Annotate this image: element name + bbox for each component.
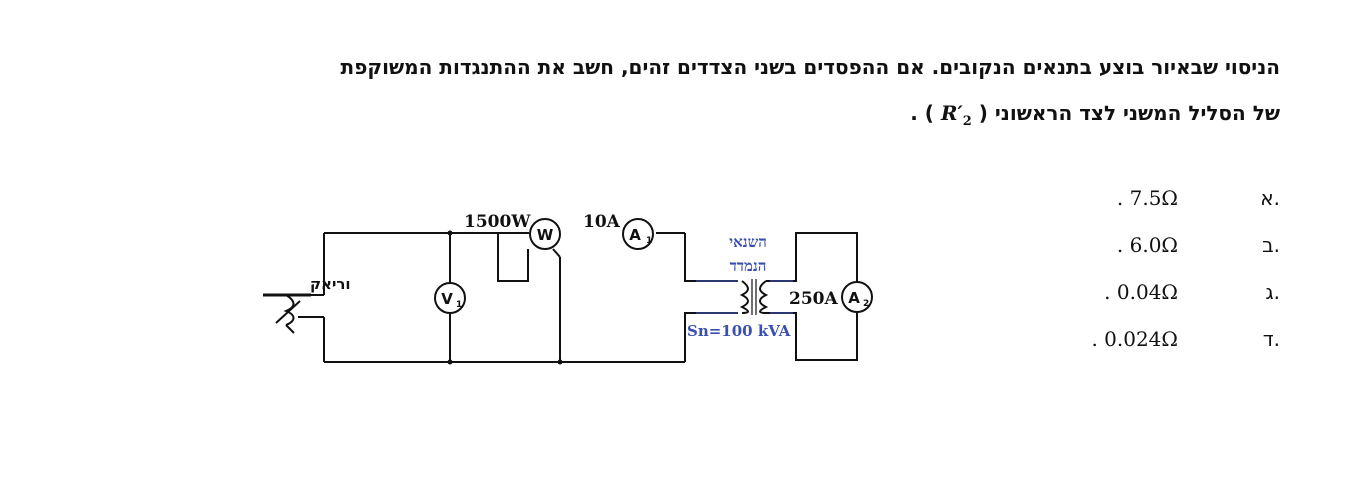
question-line-2-text: של הסליל המשני לצד הראשוני [994, 101, 1280, 125]
voltmeter-symbol: V [441, 290, 453, 308]
question-line-2: של הסליל המשני לצד הראשוני ( R′2 ) . [910, 101, 1280, 129]
answer-options: א. . 7.5Ω ב. . 6.0Ω ג. . 0.04Ω ד. . 0.02… [980, 180, 1280, 368]
option-letter: ג. [1265, 280, 1280, 304]
option-answer: . 6.0Ω [1116, 233, 1178, 257]
wattmeter-symbol: W [537, 226, 554, 244]
option-letter: ב. [1262, 233, 1280, 257]
ammeter-2-icon [841, 281, 873, 313]
transformer-primary-coil [739, 280, 749, 314]
option-a[interactable]: א. . 7.5Ω [980, 180, 1280, 227]
reflected-resistance-symbol: R′2 [940, 101, 972, 129]
wattmeter-reading: 1500W [464, 212, 531, 232]
ammeter-2-symbol: A [848, 289, 860, 307]
ammeter-1-reading: 10A [583, 212, 621, 232]
voltmeter-icon [434, 282, 466, 314]
ammeter-2-reading: 250A [789, 289, 838, 309]
ammeter-1-index: 1 [646, 236, 652, 246]
option-letter: ד. [1262, 327, 1280, 351]
option-b[interactable]: ב. . 6.0Ω [980, 227, 1280, 274]
circuit-diagram: W A 1 V 1 A 2 1500W 10A 250A וריאק השנאי… [263, 212, 873, 365]
wattmeter-icon [529, 218, 561, 250]
transformer-arrows [696, 280, 793, 314]
ammeter-1-symbol: A [629, 226, 641, 244]
option-answer: . 0.024Ω [1091, 327, 1178, 351]
variac-label: וריאק [310, 275, 351, 293]
question-text: הניסוי שבאיור בוצע בתנאים הנקובים. אם הה… [180, 44, 1280, 145]
option-answer: . 7.5Ω [1116, 186, 1178, 210]
voltmeter-index: 1 [456, 300, 462, 310]
transformer-secondary-coil [759, 280, 769, 314]
option-c[interactable]: ג. . 0.04Ω [980, 274, 1280, 321]
transformer-label-line-1: השנאי [729, 233, 767, 251]
question-line-1: הניסוי שבאיור בוצע בתנאים הנקובים. אם הה… [340, 55, 1280, 79]
option-letter: א. [1260, 186, 1280, 210]
transformer-rating: Sn=100 kVA [687, 322, 791, 340]
variac-coil [283, 294, 295, 326]
transformer-label-line-2: הנמדד [730, 257, 767, 275]
option-d[interactable]: ד. . 0.024Ω [980, 321, 1280, 368]
variac-arrow [275, 300, 301, 324]
ammeter-1-icon [622, 218, 654, 250]
option-answer: . 0.04Ω [1104, 280, 1178, 304]
ammeter-2-index: 2 [863, 299, 869, 309]
